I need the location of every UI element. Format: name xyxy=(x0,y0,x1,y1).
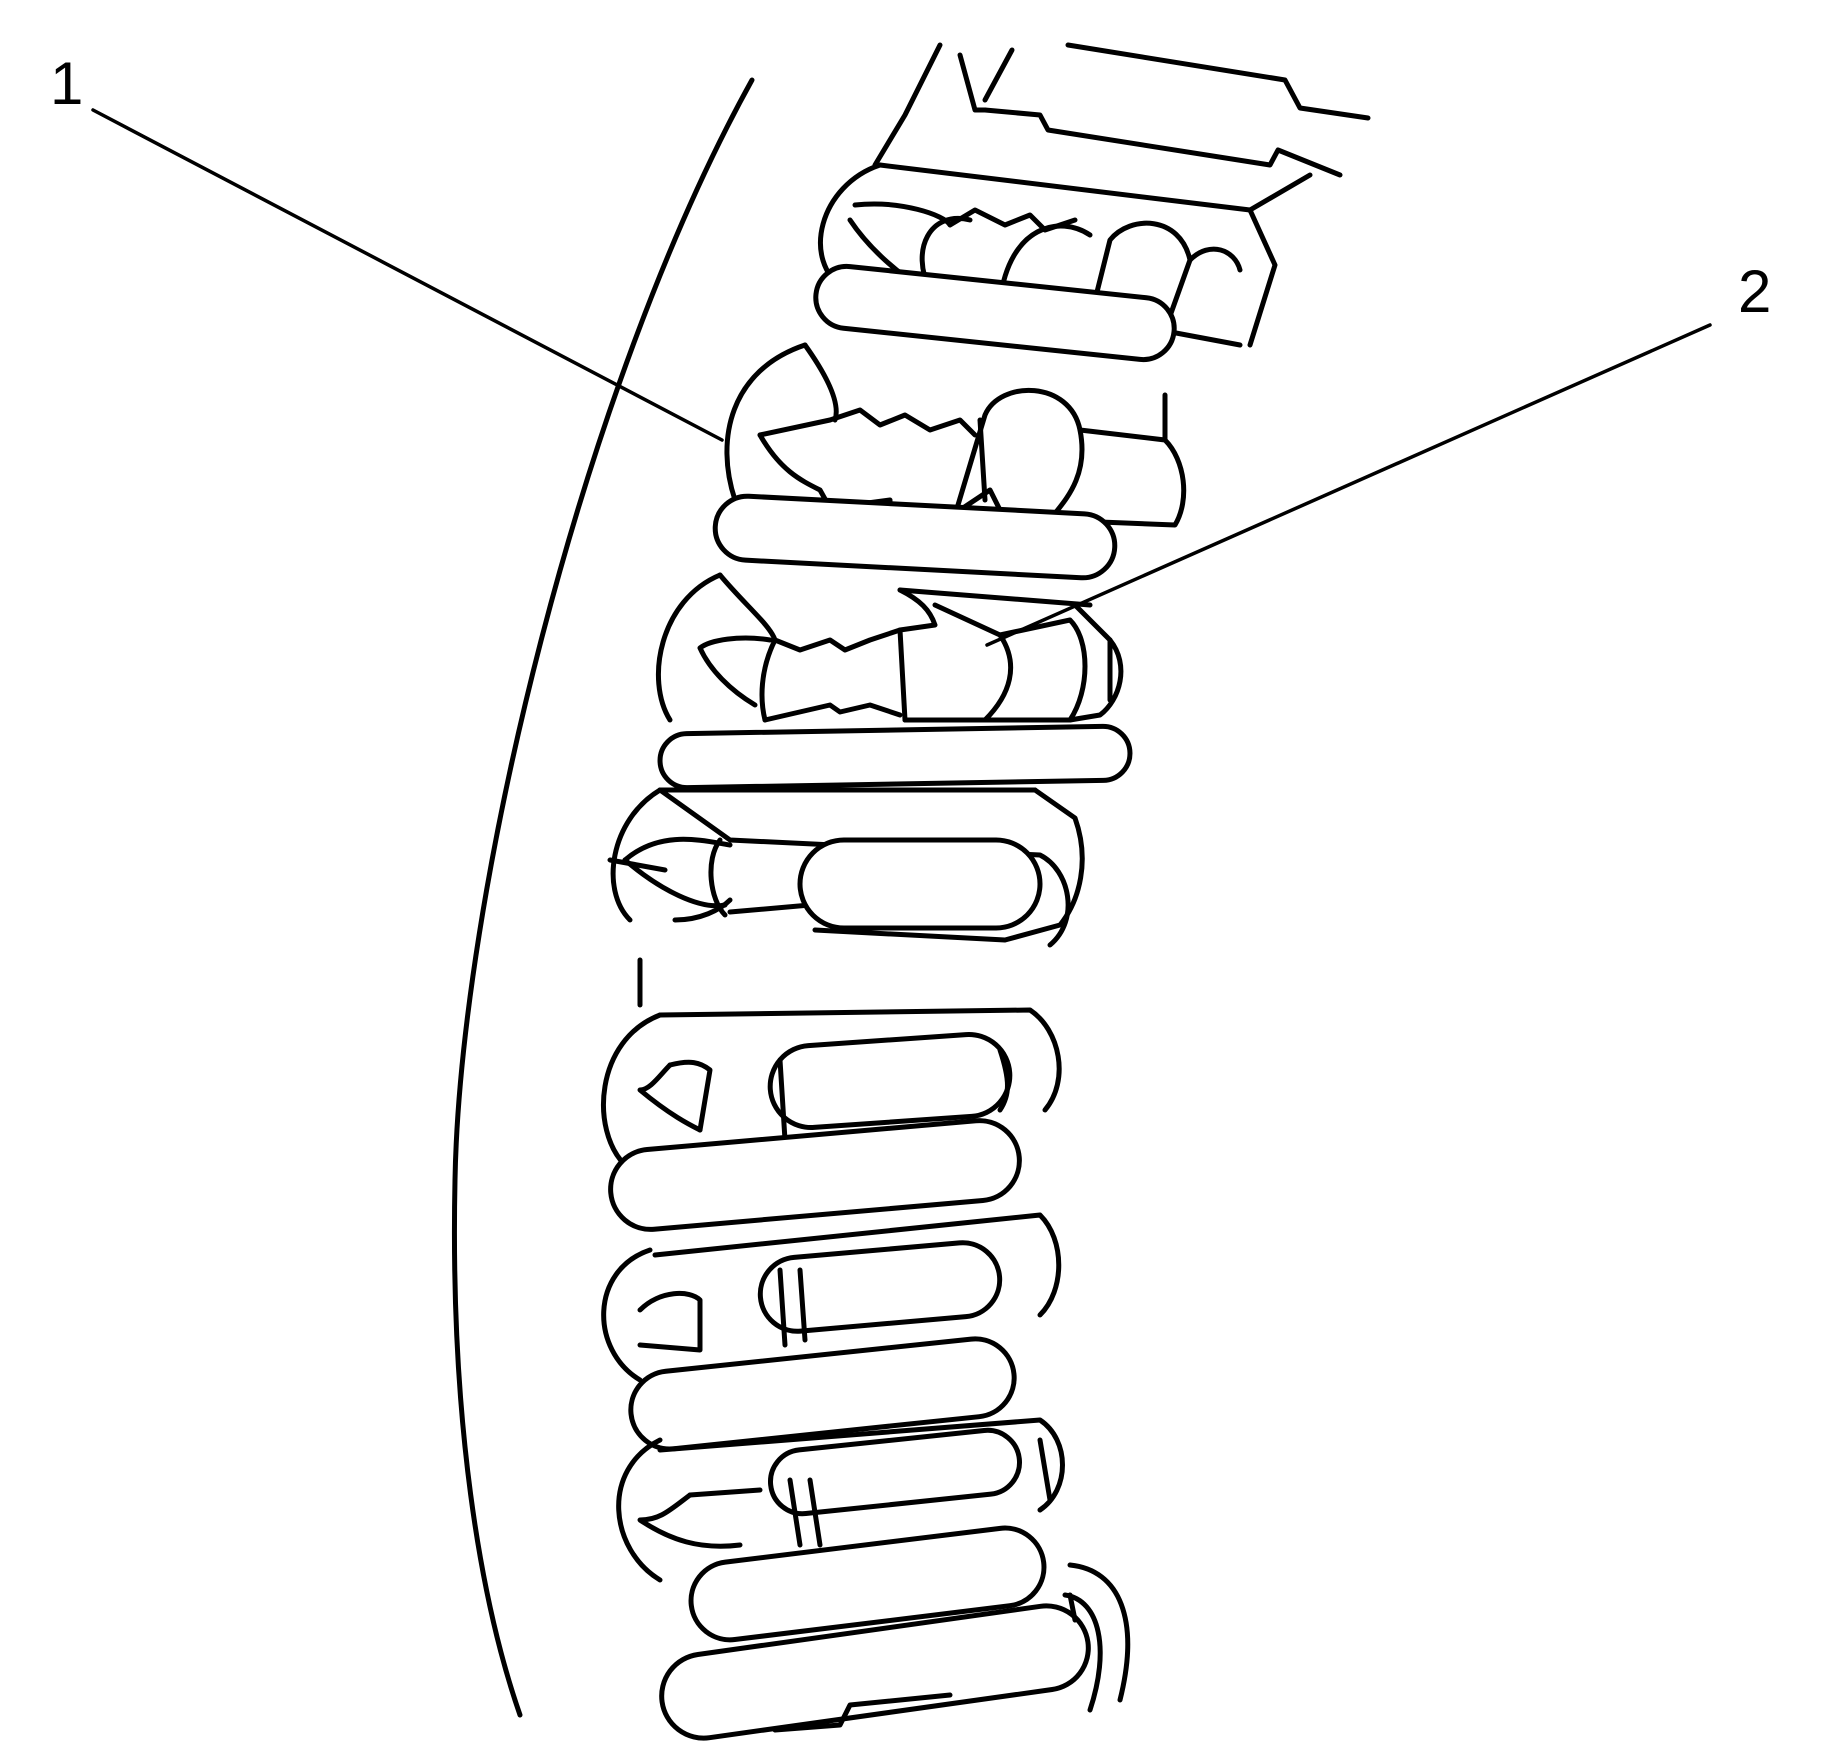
coil-turn-6 xyxy=(601,1212,1062,1452)
callout-label-2: 2 xyxy=(1738,258,1771,325)
coil-turn-8 xyxy=(772,1562,1131,1733)
upper-retainer xyxy=(872,42,1371,348)
coil-turn-3 xyxy=(655,572,1133,791)
coil-turn-4 xyxy=(607,787,1085,1008)
coil-turn-5 xyxy=(600,1007,1062,1232)
housing-edge xyxy=(451,77,755,1718)
callout-label-1: 1 xyxy=(50,50,83,117)
leader-line-2 xyxy=(985,323,1712,647)
coil-turn-1 xyxy=(813,162,1243,363)
coil-turn-7 xyxy=(616,1417,1091,1741)
leader-line-1 xyxy=(91,108,724,442)
coil-turn-2 xyxy=(712,342,1187,581)
